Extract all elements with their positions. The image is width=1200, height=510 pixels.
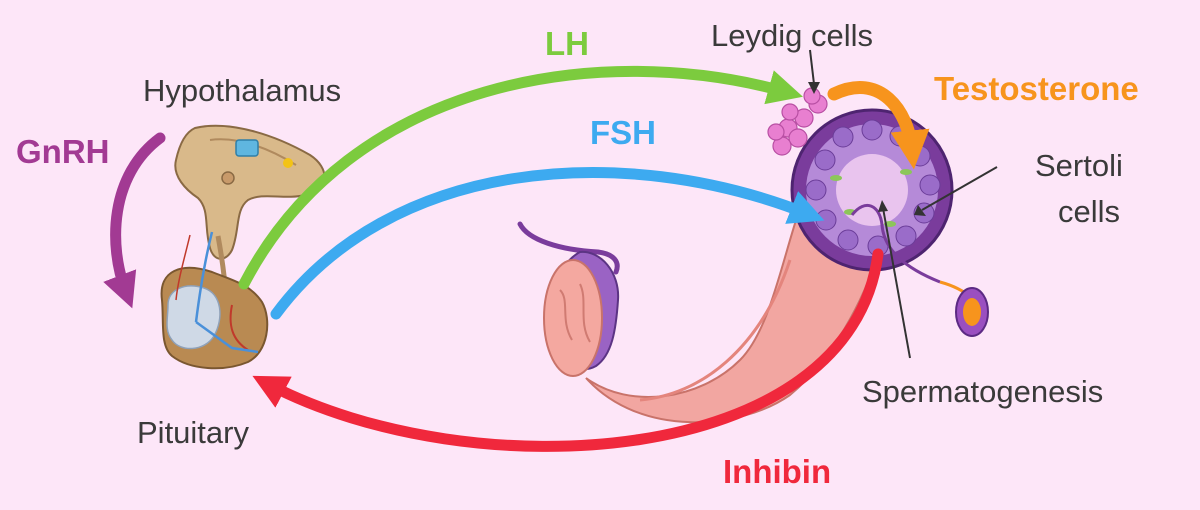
hypothalamus-pituitary-illustration <box>160 124 326 370</box>
fsh-arrow <box>270 166 825 320</box>
gnrh-arrow <box>103 132 166 309</box>
leydig-pointer <box>809 49 815 85</box>
spermatogenesis-pointer <box>882 207 911 359</box>
sertoli-pointer <box>921 166 998 211</box>
testosterone-label: Testosterone <box>934 70 1139 107</box>
inhibin-arrow <box>252 248 884 452</box>
inhibin-label: Inhibin <box>723 453 832 490</box>
sertoli-label-line2: cells <box>1058 194 1121 229</box>
leydig-cells-label: Leydig cells <box>711 18 873 53</box>
hypothalamus-label: Hypothalamus <box>143 73 342 108</box>
lh-label: LH <box>545 25 589 62</box>
leydig-cells-cluster <box>767 87 828 156</box>
spermatogenesis-label: Spermatogenesis <box>862 374 1104 409</box>
pituitary-label: Pituitary <box>137 415 249 450</box>
sertoli-label-line1: Sertoli <box>1035 148 1123 183</box>
lh-arrow <box>238 65 803 290</box>
fsh-label: FSH <box>590 114 656 151</box>
gnrh-label: GnRH <box>16 133 110 170</box>
testosterone-arrow <box>827 81 930 170</box>
